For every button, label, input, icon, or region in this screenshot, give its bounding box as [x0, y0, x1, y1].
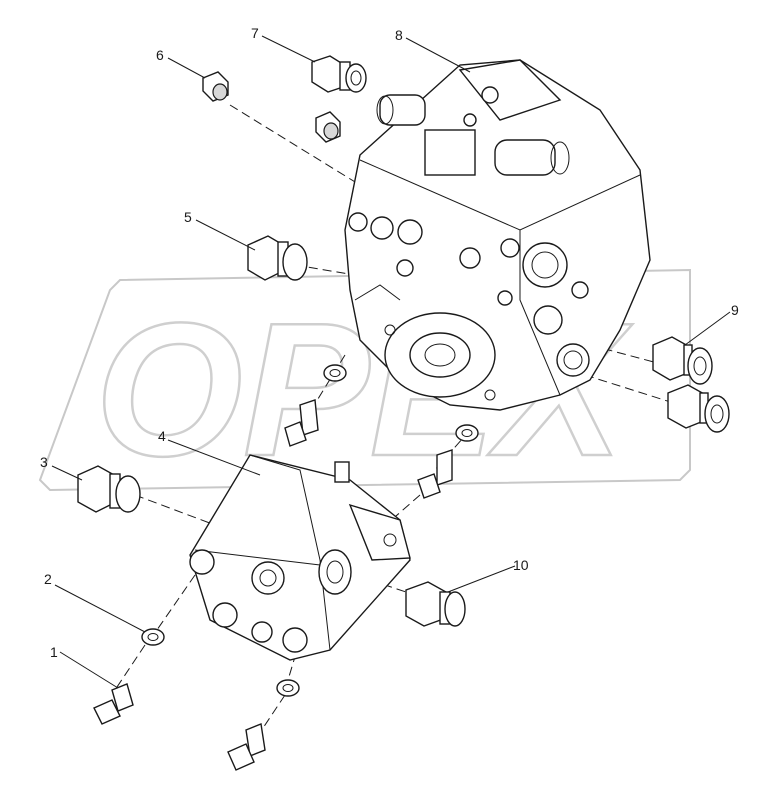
- bolt-lower: [227, 723, 266, 771]
- fitting-9a: [652, 336, 713, 385]
- fitting-3: [77, 465, 141, 513]
- fitting-7: [311, 55, 367, 93]
- washer-2: [141, 628, 165, 646]
- leader-lines: [51, 35, 731, 689]
- fitting-5: [247, 235, 308, 281]
- washer-lower: [276, 679, 300, 697]
- callout-6: 6: [156, 47, 164, 63]
- fitting-9b: [667, 384, 730, 433]
- callout-9: 9: [731, 302, 739, 318]
- callout-10: 10: [513, 557, 529, 573]
- callout-1: 1: [50, 644, 58, 660]
- callout-2: 2: [44, 571, 52, 587]
- bolt-1: [93, 683, 134, 725]
- fitting-10: [405, 581, 466, 627]
- fitting-6b: [315, 111, 341, 143]
- washer-right: [455, 424, 479, 442]
- fitting-6: [202, 71, 229, 102]
- callout-labels: 1 2 3 4 5 6 7 8 9 10: [40, 25, 739, 660]
- callout-7: 7: [251, 25, 259, 41]
- gear-pump: [189, 454, 411, 661]
- bolt-right: [417, 449, 453, 499]
- callout-3: 3: [40, 454, 48, 470]
- callout-8: 8: [395, 27, 403, 43]
- callout-4: 4: [158, 428, 166, 444]
- washer-upper: [323, 364, 347, 382]
- callout-5: 5: [184, 209, 192, 225]
- bolt-upper: [284, 399, 319, 447]
- main-pump-housing: [344, 59, 651, 411]
